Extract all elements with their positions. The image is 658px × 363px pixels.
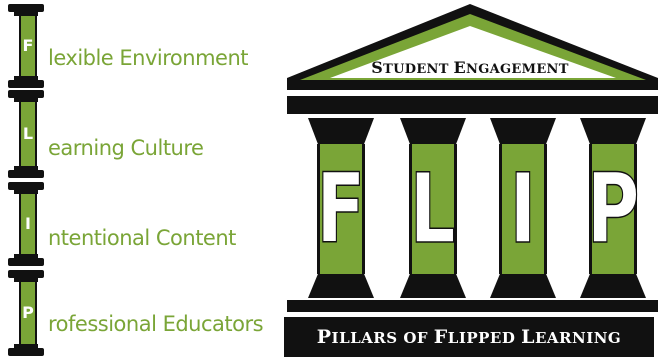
temple-roof — [287, 4, 658, 90]
mini-pillar-cap — [8, 4, 44, 16]
pillar-letter-l: L — [410, 153, 457, 265]
acronym-word-professional-educators: rofessional Educators — [48, 312, 264, 336]
pillar-shaft-l: L — [409, 144, 457, 274]
roof-inner — [330, 26, 616, 78]
pillar-letter-f: F — [316, 153, 366, 265]
mini-pillar-f: F — [8, 4, 44, 88]
pillar-cap-p — [580, 118, 646, 144]
acronym-letter-l: L — [22, 124, 34, 143]
mini-pillar-shaft: F — [19, 16, 37, 76]
mini-pillar-cap — [8, 182, 44, 194]
pillar-cap-i — [490, 118, 556, 144]
mini-pillar-cap — [8, 90, 44, 102]
mini-pillar-shaft: P — [19, 282, 37, 344]
pillar-shaft-i: I — [499, 144, 547, 274]
acronym-letter-i: I — [25, 214, 31, 233]
mini-pillar-base — [8, 344, 44, 356]
acronym-word-learning-culture: earning Culture — [48, 136, 204, 160]
footer-label-pillars-of-flipped-learning: PILLARS OF FLIPPED LEARNING — [316, 326, 622, 348]
pillar-base-l — [400, 274, 466, 298]
acronym-letter-p: P — [22, 303, 34, 322]
pillar-shaft-p: P — [586, 144, 640, 274]
pillar-cap-f — [308, 118, 374, 144]
entablature-beam — [287, 96, 658, 114]
acronym-word-intentional-content: ntentional Content — [48, 226, 236, 250]
pillar-base-i — [490, 274, 556, 298]
pillar-base-p — [580, 274, 646, 298]
acronym-letter-f: F — [22, 36, 34, 55]
pillar-cap-l — [400, 118, 466, 144]
footer-banner: PILLARS OF FLIPPED LEARNING — [284, 317, 654, 357]
mini-pillar-base — [8, 166, 44, 178]
pillar-letter-p: P — [586, 153, 640, 265]
mini-pillar-cap — [8, 270, 44, 282]
mini-pillar-shaft: L — [19, 102, 37, 166]
mini-pillar-i: I — [8, 182, 44, 266]
roof-label-student-engagement: STUDENT ENGAGEMENT — [371, 58, 569, 77]
acronym-word-flexible-environment: lexible Environment — [48, 46, 249, 70]
mini-pillar-base — [8, 254, 44, 266]
mini-pillar-p: P — [8, 270, 44, 356]
stylobate-beam — [287, 300, 658, 312]
pillar-shaft-f: F — [316, 144, 366, 274]
mini-pillar-shaft: I — [19, 194, 37, 254]
pillar-letter-i: I — [509, 153, 537, 265]
pillar-base-f — [308, 274, 374, 298]
mini-pillar-base — [8, 76, 44, 88]
mini-pillar-l: L — [8, 90, 44, 178]
